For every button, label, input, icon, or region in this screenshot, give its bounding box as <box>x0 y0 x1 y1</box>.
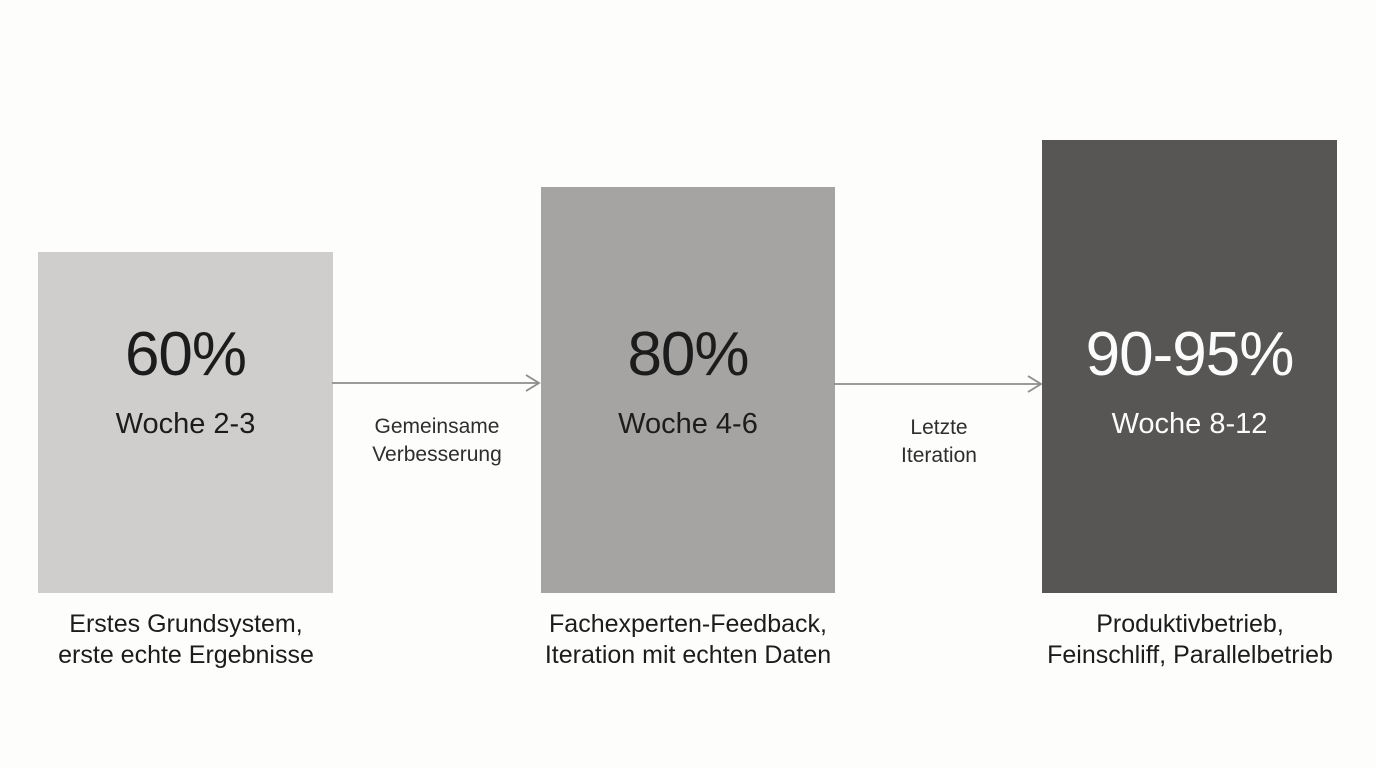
stage-weeks-2: Woche 4-6 <box>618 408 758 440</box>
arrow-label-line: Verbesserung <box>372 443 502 466</box>
stage-weeks-1: Woche 2-3 <box>115 408 256 440</box>
caption-line: Erstes Grundsystem, <box>69 610 303 638</box>
caption-line: Iteration mit echten Daten <box>544 641 832 669</box>
stage-percent-1: 60% <box>124 320 247 389</box>
arrow-head <box>525 374 541 392</box>
arrow-right-icon <box>834 375 1043 393</box>
caption-line: Produktivbetrieb, <box>1096 610 1284 638</box>
arrow-label-line: Gemeinsame <box>374 415 500 438</box>
stage-weeks-3: Woche 8-12 <box>1111 408 1268 440</box>
caption-line: Fachexperten-Feedback, <box>549 610 827 638</box>
arrow-label-line: Letzte <box>910 416 968 439</box>
stage-caption-1: Erstes Grundsystem, erste echte Ergebnis… <box>16 609 356 671</box>
stage-caption-3: Produktivbetrieb, Feinschliff, Parallelb… <box>1020 609 1360 671</box>
stage-box-2 <box>541 187 835 593</box>
arrow-head <box>1027 375 1043 393</box>
arrow-label-line: Iteration <box>901 444 977 467</box>
stage-caption-2: Fachexperten-Feedback, Iteration mit ech… <box>518 609 858 671</box>
caption-line: Feinschliff, Parallelbetrieb <box>1047 641 1333 669</box>
arrow-label-1: Gemeinsame Verbesserung <box>331 413 543 469</box>
arrow-right-icon <box>332 374 541 392</box>
stage-percent-3: 90-95% <box>1085 320 1295 389</box>
stage-box-1 <box>38 252 333 593</box>
caption-line: erste echte Ergebnisse <box>58 641 314 669</box>
stage-box-3 <box>1042 140 1337 593</box>
stage-percent-2: 80% <box>627 320 749 389</box>
arrow-label-2: Letzte Iteration <box>833 414 1045 470</box>
